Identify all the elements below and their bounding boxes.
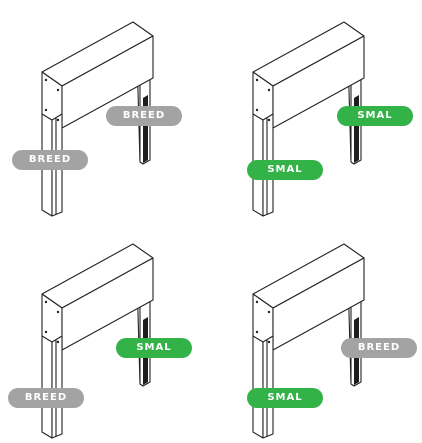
left-width-badge: SMAL [247,160,323,180]
panel-smal-smal: SMAL SMAL [211,0,422,221]
screen-frame-illustration [41,243,154,439]
right-width-badge: BREED [106,106,182,126]
left-width-badge: BREED [12,150,88,170]
screen-frame-illustration [252,243,365,439]
left-width-badge: SMAL [247,388,323,408]
right-width-badge: SMAL [116,338,192,358]
right-width-badge: BREED [341,338,417,358]
panel-breed-breed: BREED BREED [0,0,211,221]
panel-breed-smal: SMAL BREED [0,222,211,443]
panel-smal-breed: BREED SMAL [211,222,422,443]
right-width-badge: SMAL [337,106,413,126]
left-width-badge: BREED [8,388,84,408]
